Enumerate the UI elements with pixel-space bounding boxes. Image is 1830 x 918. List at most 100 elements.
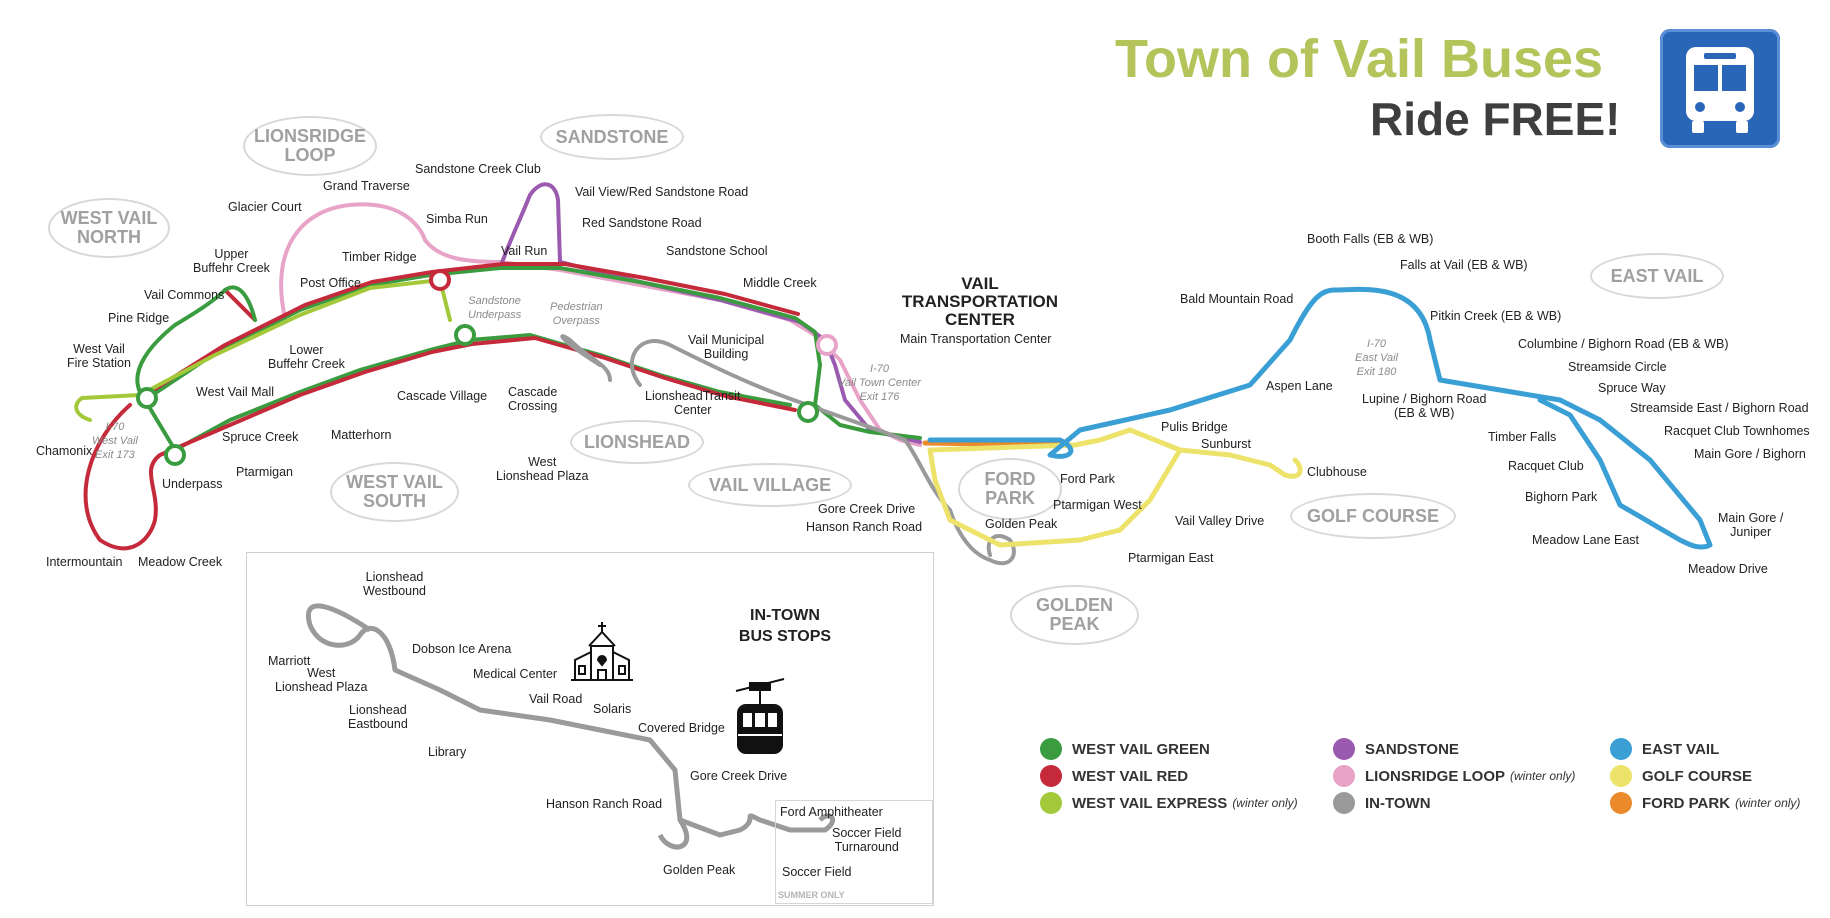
stop-label: Golden Peak xyxy=(985,517,1058,531)
stop-label: Pine Ridge xyxy=(108,311,170,325)
stop-label: West Vail Fire Station xyxy=(67,342,131,370)
region-west-vail-south: WEST VAIL SOUTH xyxy=(330,462,459,522)
stop-label: Timber Ridge xyxy=(342,250,417,264)
stop-label: Spruce Way xyxy=(1598,381,1666,395)
stop-label: Columbine / Bighorn Road (EB & WB) xyxy=(1518,337,1729,351)
legend-swatch xyxy=(1040,765,1062,787)
stop-label: Vail Municipal Building xyxy=(688,333,765,361)
legend-swatch xyxy=(1610,792,1632,814)
stop-label: Pulis Bridge xyxy=(1161,420,1228,434)
stop-label: Intermountain xyxy=(46,555,123,569)
stop-label: Meadow Creek xyxy=(138,555,223,569)
intown-stop-label: Medical Center xyxy=(473,667,558,681)
stop-label: Ford Park xyxy=(1060,472,1115,486)
region-east-vail: EAST VAIL xyxy=(1590,253,1724,299)
legend-swatch xyxy=(1333,792,1355,814)
stop-label: Lower Buffehr Creek xyxy=(268,343,345,371)
stop-label: West Vail Mall xyxy=(196,385,275,399)
legend-item-golf-course: GOLF COURSE xyxy=(1610,765,1757,787)
west-vail-red-route xyxy=(83,262,800,551)
stop-label: Middle Creek xyxy=(743,276,817,290)
in-town-inset-route xyxy=(305,603,836,850)
intown-stop-label: Gore Creek Drive xyxy=(690,769,788,783)
west-vail-express-route xyxy=(74,278,452,422)
legend-item-west-vail-express: WEST VAIL EXPRESS(winter only) xyxy=(1040,792,1298,814)
region-sandstone: SANDSTONE xyxy=(540,114,684,160)
in-town-title: IN-TOWN BUS STOPS xyxy=(738,607,832,645)
stop-label: Streamside East / Bighorn Road xyxy=(1630,401,1809,415)
stop-label: Main Gore / Bighorn xyxy=(1694,447,1806,461)
stop-label: Bighorn Park xyxy=(1525,490,1598,504)
east-vail-route xyxy=(927,286,1713,550)
intown-stop-label: Lionshead Westbound xyxy=(363,570,427,598)
stop-label: Streamside Circle xyxy=(1568,360,1667,374)
legend-item-west-vail-green: WEST VAIL GREEN xyxy=(1040,738,1215,760)
legend-swatch xyxy=(1040,792,1062,814)
stop-label: Main Gore / Juniper xyxy=(1718,511,1784,539)
stop-label: Matterhorn xyxy=(331,428,392,442)
intown-stop-label: Solaris xyxy=(593,702,632,716)
region-lionsridge-loop: LIONSRIDGE LOOP xyxy=(243,116,377,176)
region-lionshead: LIONSHEAD xyxy=(570,420,704,464)
stop-label: Post Office xyxy=(300,276,361,290)
stop-label: Glacier Court xyxy=(228,200,302,214)
bus-icon xyxy=(1660,29,1780,148)
stop-label: Cascade Village xyxy=(397,389,488,403)
stop-label: Meadow Lane East xyxy=(1532,533,1640,547)
stop-label: Sunburst xyxy=(1201,437,1252,451)
stop-label: Vail Run xyxy=(501,244,548,258)
stop-label: Hanson Ranch Road xyxy=(806,520,923,534)
stop-label: Gore Creek Drive xyxy=(818,502,916,516)
gondola-icon xyxy=(735,678,785,754)
legend-item-ford-park: FORD PARK(winter only) xyxy=(1610,792,1800,814)
stop-label: Bald Mountain Road xyxy=(1180,292,1294,306)
stop-label: Main Transportation Center xyxy=(900,332,1052,346)
stop-label: Grand Traverse xyxy=(323,179,410,193)
vail-transportation-center-label: VAIL TRANSPORTATION CENTER xyxy=(901,274,1059,329)
summer-only-label: SUMMER ONLY xyxy=(778,890,845,900)
legend-swatch xyxy=(1333,738,1355,760)
region-golden-peak: GOLDEN PEAK xyxy=(1010,585,1139,645)
intown-stop-label: West Lionshead Plaza xyxy=(275,666,368,694)
summer-only-box xyxy=(775,800,933,904)
stop-label: Clubhouse xyxy=(1307,465,1367,479)
stop-label: Sandstone School xyxy=(666,244,768,258)
stop-label: Sandstone Creek Club xyxy=(415,162,541,176)
chapel-icon xyxy=(571,622,633,681)
region-golf-course: GOLF COURSE xyxy=(1290,493,1456,539)
stop-label: Racquet Club Townhomes xyxy=(1664,424,1810,438)
intown-stop-label: Ford Amphitheater xyxy=(780,805,883,819)
region-vail-village: VAIL VILLAGE xyxy=(688,463,852,507)
intown-stop-label: Soccer Field xyxy=(782,865,852,879)
legend-item-west-vail-red: WEST VAIL RED xyxy=(1040,765,1193,787)
stop-label: Red Sandstone Road xyxy=(582,216,702,230)
stop-label: Ptarmigan West xyxy=(1053,498,1142,512)
region-west-vail-north: WEST VAIL NORTH xyxy=(48,198,170,258)
intown-stop-label: Vail Road xyxy=(529,692,583,706)
legend-swatch xyxy=(1610,765,1632,787)
stop-label: Chamonix xyxy=(36,444,93,458)
intown-stop-label: Golden Peak xyxy=(663,863,736,877)
stop-label: Underpass xyxy=(162,477,223,491)
lionsridge-loop-route xyxy=(279,202,922,447)
stop-label: Meadow Drive xyxy=(1688,562,1768,576)
pedestrian-overpass-label: Pedestrian Overpass xyxy=(550,301,603,327)
intown-stop-label: Covered Bridge xyxy=(638,721,725,735)
stop-label: West Lionshead Plaza xyxy=(496,455,589,483)
sandstone-underpass-label: Sandstone Underpass xyxy=(468,295,522,321)
legend-swatch xyxy=(1040,738,1062,760)
west-vail-green-route xyxy=(143,266,922,452)
stop-label: Lupine / Bighorn Road (EB & WB) xyxy=(1362,392,1487,420)
stop-label: Ptarmigan East xyxy=(1128,551,1214,565)
stop-label: Pitkin Creek (EB & WB) xyxy=(1430,309,1562,323)
map-title: Town of Vail Buses xyxy=(1115,29,1604,89)
legend-item-in-town: IN-TOWN xyxy=(1333,792,1436,814)
region-ford-park: FORD PARK xyxy=(958,458,1062,520)
legend-swatch xyxy=(1610,738,1632,760)
stop-label: Booth Falls (EB & WB) xyxy=(1307,232,1434,246)
stop-label: Upper Buffehr Creek xyxy=(193,247,270,275)
stop-label: Falls at Vail (EB & WB) xyxy=(1400,258,1528,272)
stop-label: Timber Falls xyxy=(1488,430,1557,444)
stop-label: Vail View/Red Sandstone Road xyxy=(575,185,749,199)
